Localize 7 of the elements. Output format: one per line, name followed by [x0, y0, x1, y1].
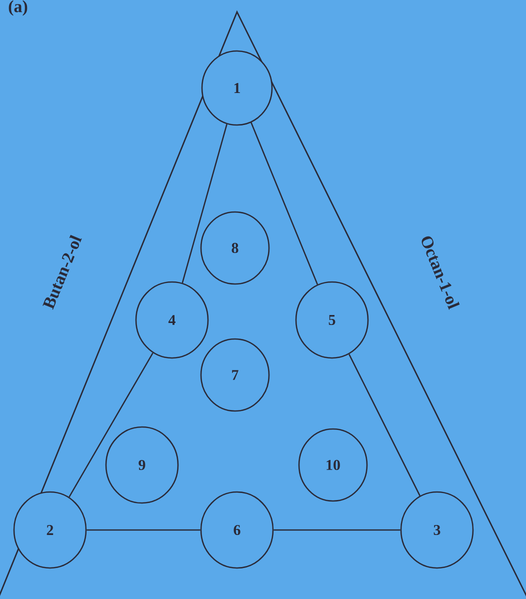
axis-label: (a) — [8, 0, 28, 16]
connecting-line — [250, 122, 318, 285]
connecting-line — [348, 354, 420, 496]
connecting-line — [182, 124, 228, 284]
connecting-line — [68, 352, 154, 498]
connecting-line — [274, 529, 400, 531]
connecting-line — [86, 529, 200, 531]
